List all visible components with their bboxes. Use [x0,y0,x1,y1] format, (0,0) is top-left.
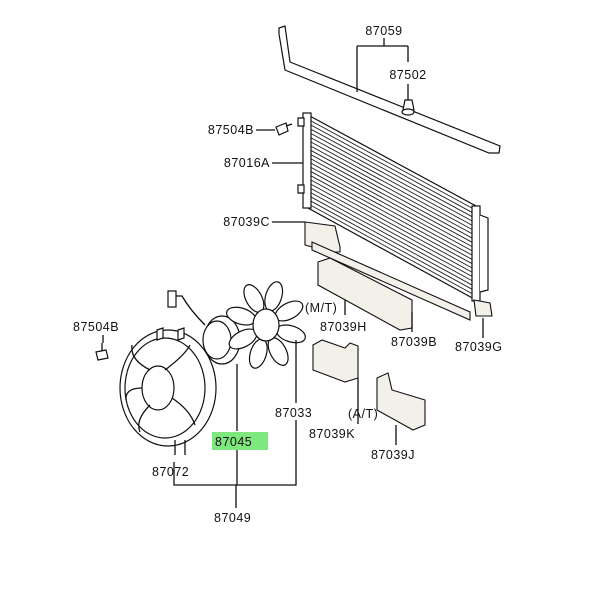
label-87039b[interactable]: 87039B [391,335,437,349]
label-87059[interactable]: 87059 [365,24,402,38]
label-87504b-left[interactable]: 87504B [73,320,119,334]
condenser-fin [307,123,477,215]
label-87039h[interactable]: 87039H [320,320,367,334]
condenser-fin [307,156,477,250]
condenser-fin [307,186,477,280]
condenser-part [297,112,489,302]
condenser-fin [307,148,477,241]
bolt-part [275,122,293,136]
fan-hub [252,308,280,342]
condenser-fin [307,203,477,297]
condenser-fin [307,118,477,211]
leader-lines [102,38,484,508]
condenser-fin [307,190,477,284]
label-at-note: (A/T) [348,407,378,421]
condenser-fin [307,194,477,288]
bolt-part-left [95,343,109,361]
label-87049[interactable]: 87049 [214,511,251,525]
condenser-fin [307,178,477,271]
condenser-fin [307,173,477,267]
label-87072[interactable]: 87072 [152,465,189,479]
label-87502[interactable]: 87502 [389,68,426,82]
seal-strip-part [311,241,471,321]
highlight-box [212,432,268,450]
condenser-fin [307,131,477,224]
condenser-fin [307,144,477,237]
label-87016a[interactable]: 87016A [224,156,270,170]
condenser-fin [307,169,477,262]
seal-j-part [376,372,426,431]
condenser-bracket [278,25,501,154]
label-87504b-top[interactable]: 87504B [208,123,254,137]
seal-k-part [312,339,359,383]
label-87039g[interactable]: 87039G [455,340,502,354]
condenser-fin [307,199,477,292]
condenser-fin [307,127,477,220]
label-87045[interactable]: 87045 [215,435,252,449]
condenser-fin [307,135,477,228]
seal-g-part [473,299,493,317]
label-87033[interactable]: 87033 [275,406,312,420]
fan-motor-part [167,290,241,365]
condenser-fin [307,152,477,245]
label-87039k[interactable]: 87039K [309,427,355,441]
clip-part [401,99,415,116]
condenser-fin [307,161,477,254]
condenser-fin [307,165,477,258]
fan-shroud-part [119,327,217,455]
condenser-fin [307,139,477,233]
label-mt-note: (M/T) [305,301,337,315]
label-87039j[interactable]: 87039J [371,448,415,462]
label-87039c[interactable]: 87039C [223,215,270,229]
condenser-fin [307,182,477,275]
cooling-fan-part [226,281,306,369]
